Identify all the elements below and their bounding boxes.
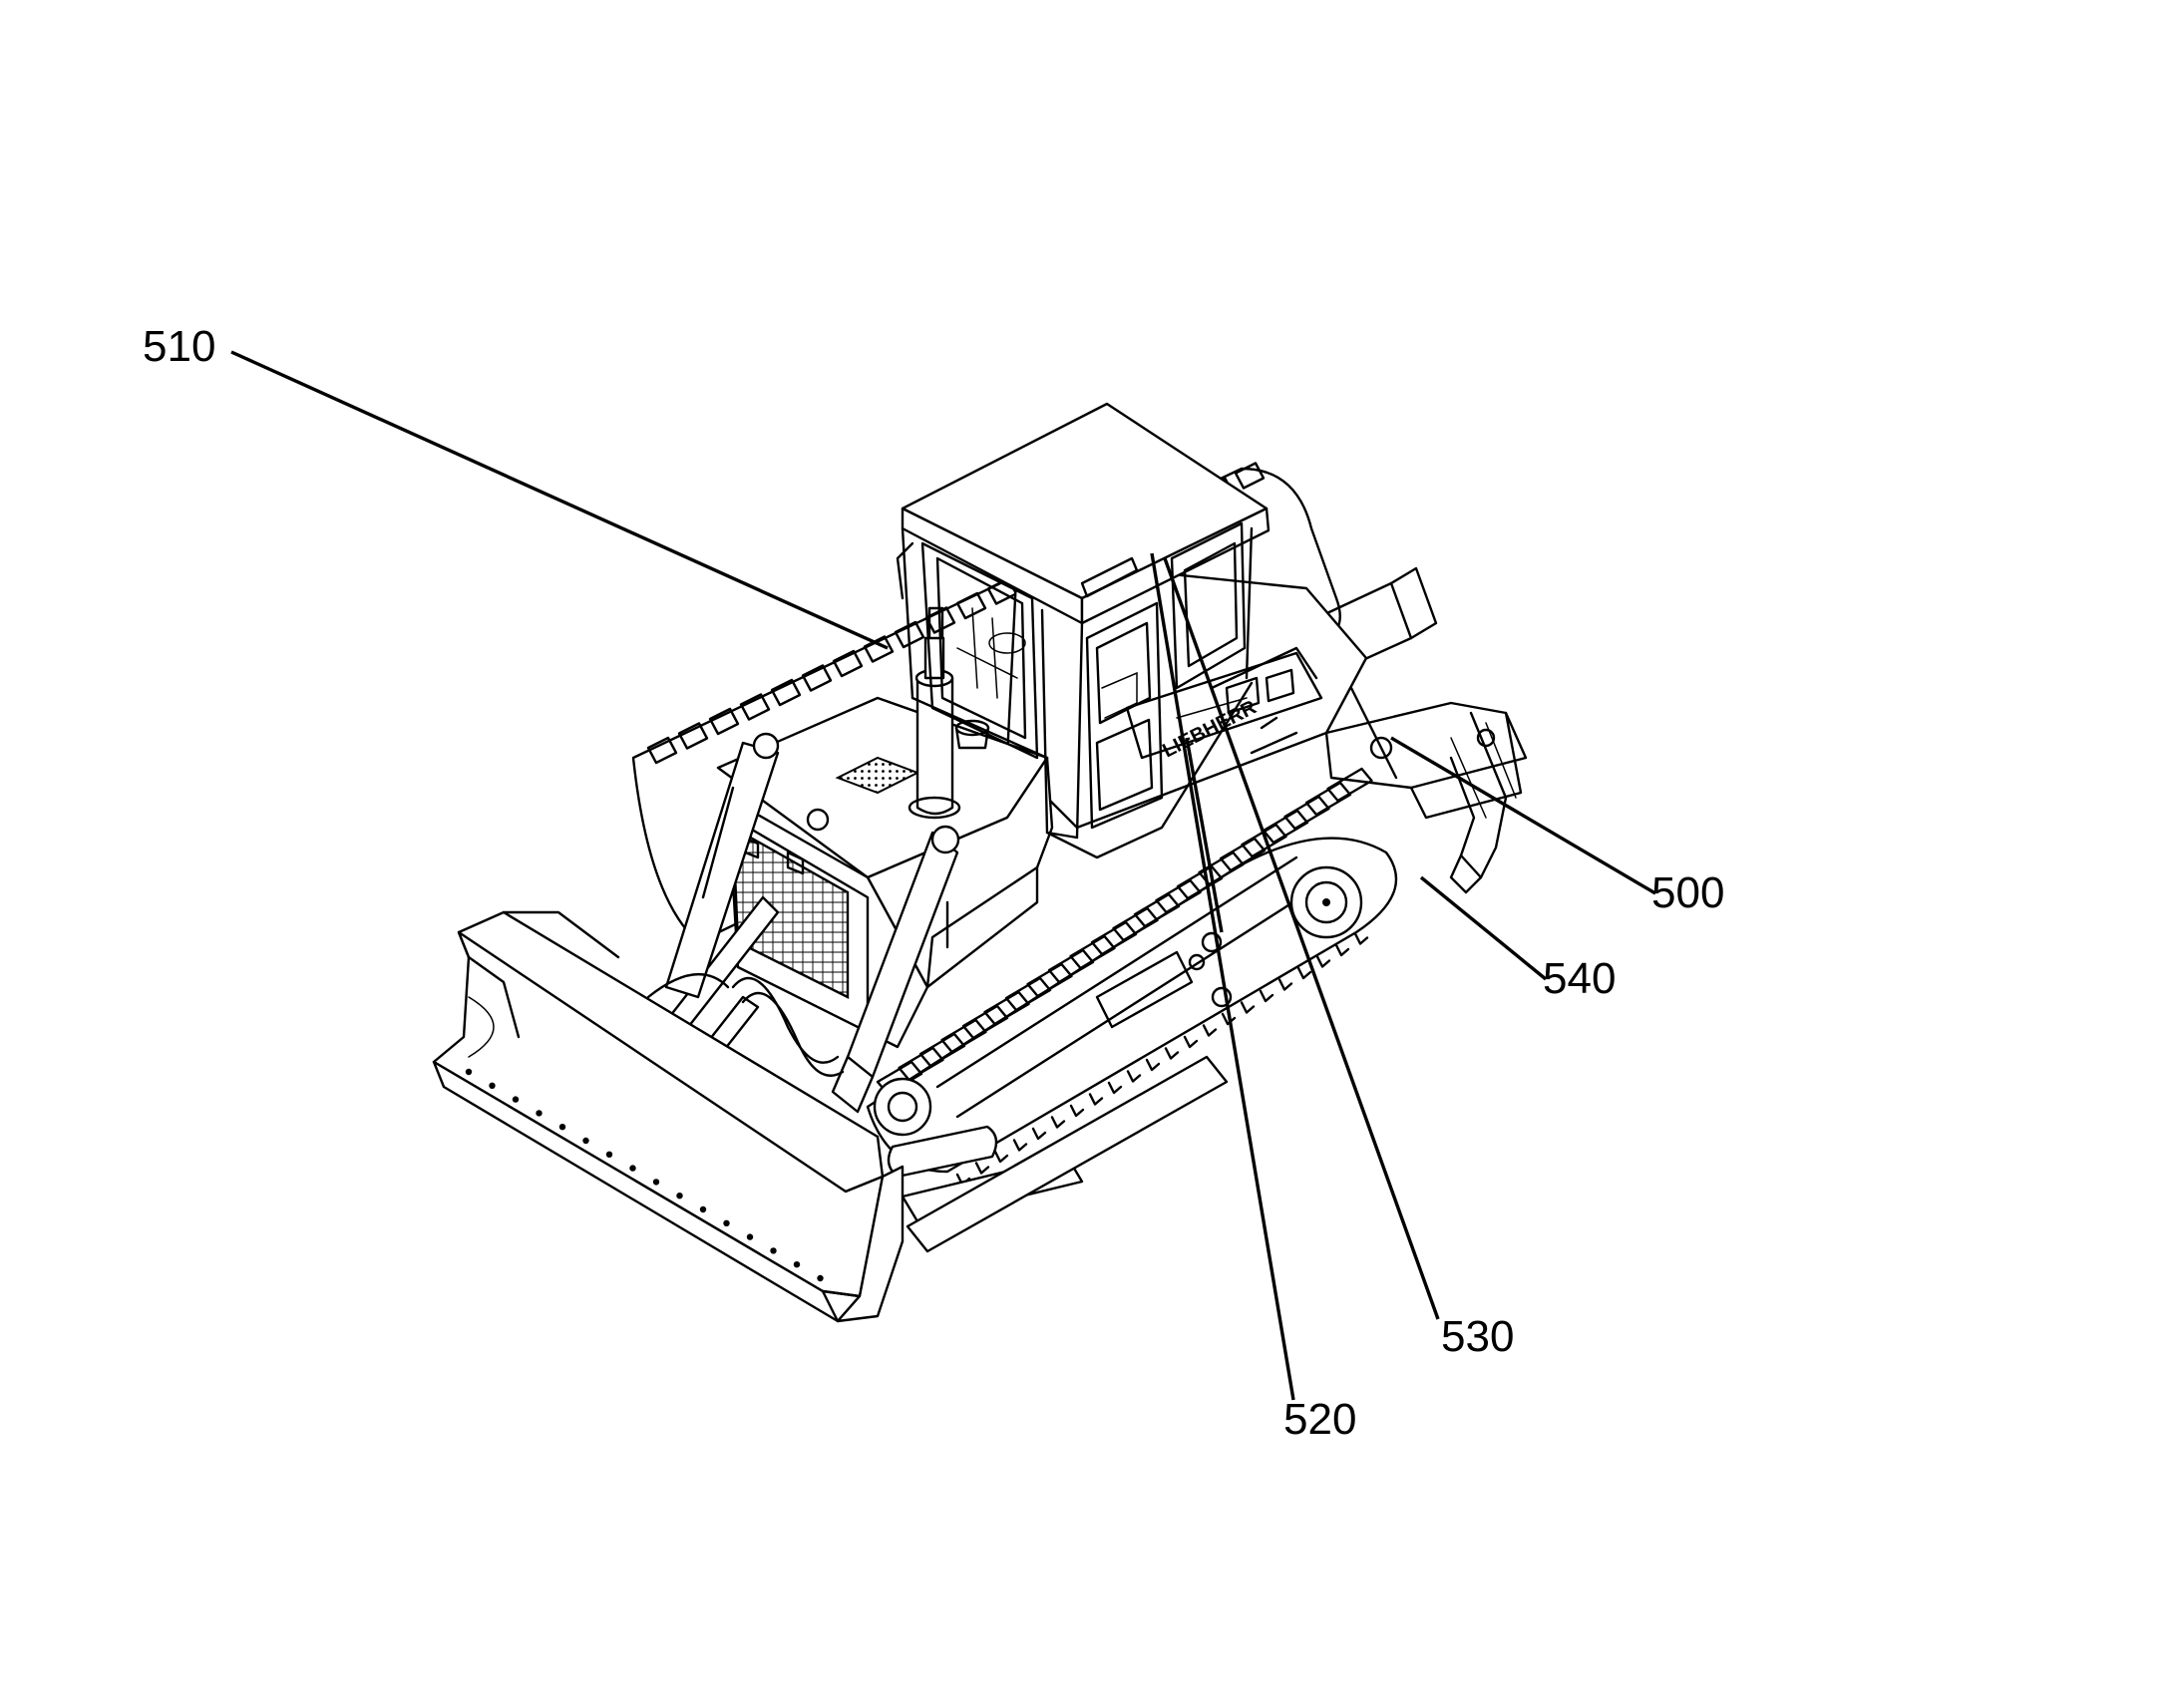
blade-bolt <box>793 1261 801 1268</box>
track-shoe <box>739 693 771 721</box>
bulldozer-drawing: LIEBHERR <box>432 402 1528 1323</box>
blade-bolt <box>699 1205 707 1213</box>
reference-numerals: 510 500 540 530 520 <box>143 322 1724 1444</box>
blade-bolt <box>582 1137 589 1145</box>
label-540: 540 <box>1543 954 1616 1003</box>
track-shoe <box>770 678 802 707</box>
track-tooth <box>1031 1127 1047 1141</box>
blade-bolt <box>770 1247 777 1254</box>
track-tooth <box>1277 978 1293 991</box>
track-tooth <box>1334 943 1350 957</box>
track-tooth <box>1126 1070 1142 1083</box>
blade-bolt <box>746 1233 754 1240</box>
track-shoe <box>708 707 740 736</box>
track-tooth <box>1164 1047 1180 1060</box>
track-shoe <box>863 635 895 663</box>
label-530: 530 <box>1441 1312 1514 1361</box>
track-shoe <box>832 649 864 678</box>
track-tooth <box>1012 1139 1028 1152</box>
track-tooth <box>1088 1093 1104 1106</box>
track-shoe <box>646 736 678 765</box>
track-tooth <box>1107 1081 1123 1095</box>
blade-bolt <box>605 1151 613 1159</box>
track-shoe <box>1234 462 1266 490</box>
track-tooth <box>1240 1001 1256 1014</box>
track-tooth <box>974 1162 990 1175</box>
track-tooth <box>1050 1116 1066 1129</box>
track-tooth <box>1202 1024 1218 1037</box>
blade-bolt <box>817 1274 824 1282</box>
blade-bolt <box>629 1165 636 1172</box>
blade-bolt <box>489 1082 496 1090</box>
blade-bolt <box>558 1124 566 1131</box>
leader-500 <box>1390 736 1656 895</box>
track-shoe <box>1326 767 1373 803</box>
blade-bolt <box>723 1219 730 1227</box>
track-tooth <box>1315 955 1331 968</box>
leader-540 <box>1419 875 1548 981</box>
track-tooth <box>1296 966 1312 980</box>
track-tooth <box>1183 1035 1199 1049</box>
track-shoe <box>801 664 833 692</box>
track-shoe <box>677 722 709 750</box>
leader-520a <box>1150 552 1295 1401</box>
label-510: 510 <box>143 322 215 371</box>
blade-bolt <box>465 1068 473 1076</box>
label-500: 500 <box>1651 868 1724 917</box>
blade-bolt <box>536 1110 543 1117</box>
left-track <box>866 767 1398 1187</box>
track-tooth <box>993 1150 1009 1164</box>
leader-520b <box>1185 737 1224 933</box>
blade-bolt <box>652 1179 660 1186</box>
track-tooth <box>1145 1058 1161 1072</box>
track-tooth <box>1221 1012 1237 1026</box>
blade-bolt <box>512 1096 520 1103</box>
dozer-blade <box>432 910 905 1323</box>
leader-530 <box>1163 557 1440 1320</box>
track-tooth <box>1069 1104 1085 1118</box>
track-tooth <box>1259 989 1274 1003</box>
label-520: 520 <box>1283 1395 1356 1444</box>
track-tooth <box>1353 932 1369 945</box>
blade-bolt <box>676 1193 683 1199</box>
leader-510 <box>230 350 889 650</box>
details <box>945 697 1298 971</box>
track-shoe <box>955 591 987 620</box>
leader-lines <box>230 350 1656 1401</box>
